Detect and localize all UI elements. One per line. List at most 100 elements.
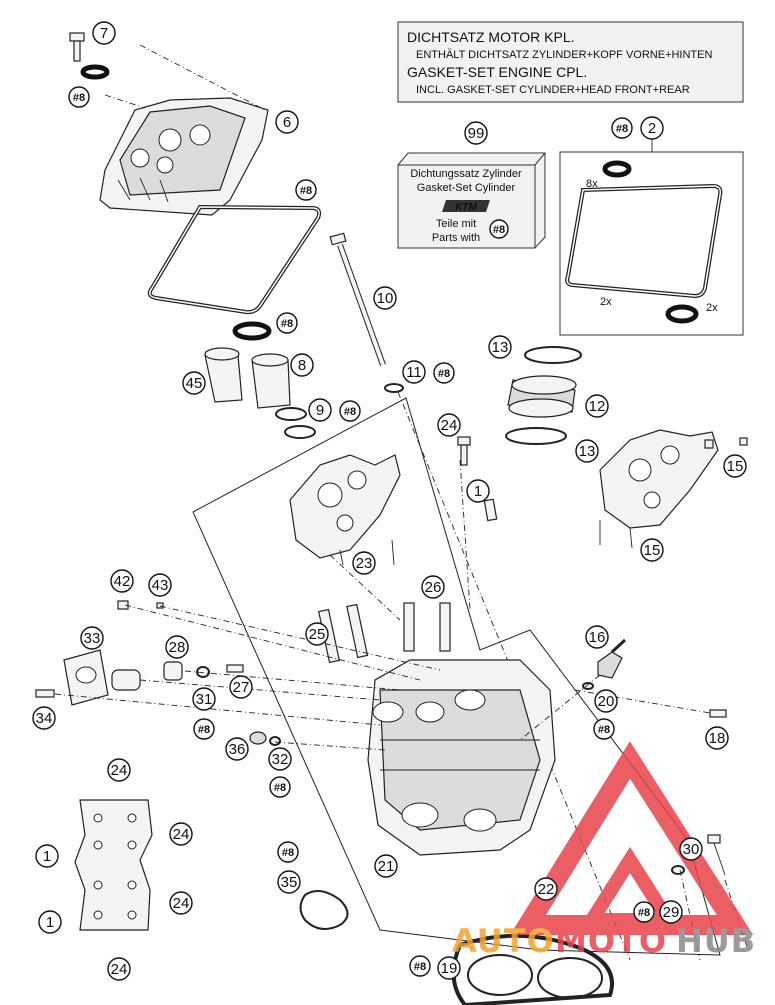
bottom-seals <box>299 890 614 1005</box>
callout-21: 21 <box>374 854 398 878</box>
svg-text:33: 33 <box>84 630 101 647</box>
callout-36: 36 <box>225 737 249 761</box>
svg-text:18: 18 <box>709 730 726 747</box>
callout-15b: 15 <box>640 538 664 562</box>
callout-8j: #8 <box>277 841 299 863</box>
callout-20: 20 <box>594 689 618 713</box>
callout-1b: 1 <box>35 844 59 868</box>
callout-27: 27 <box>229 675 253 699</box>
callout-35: 35 <box>277 870 301 894</box>
callout-8g: #8 <box>193 718 215 740</box>
kit-badge: #8 <box>489 219 509 239</box>
svg-text:8: 8 <box>298 357 306 374</box>
svg-text:21: 21 <box>378 858 395 875</box>
svg-text:34: 34 <box>36 710 53 727</box>
left-side-parts <box>35 600 281 746</box>
qty-8x: 8x <box>586 178 598 190</box>
watermark-text-3: HUB <box>676 922 756 960</box>
info-line-3: GASKET-SET ENGINE CPL. <box>407 64 587 80</box>
kit-line-3: Teile mit <box>436 218 476 230</box>
svg-text:1: 1 <box>46 914 54 931</box>
camshaft-holder-left <box>289 454 401 566</box>
kit-line-1: Dichtungssatz Zylinder <box>410 168 522 180</box>
callout-8b: #8 <box>295 179 317 201</box>
svg-text:24: 24 <box>441 417 458 434</box>
gasket-set-2-box: 8x 2x 2x <box>559 138 744 336</box>
svg-text:#8: #8 <box>438 368 450 380</box>
svg-text:24: 24 <box>173 826 190 843</box>
callout-24e: 24 <box>107 957 131 981</box>
svg-text:#8: #8 <box>616 123 628 135</box>
svg-text:28: 28 <box>169 639 186 656</box>
temperature-sensor <box>582 638 727 718</box>
callout-8d: #8 <box>276 312 298 334</box>
svg-text:10: 10 <box>377 290 394 307</box>
sleeves-and-seals <box>204 321 316 439</box>
callout-34: 34 <box>32 706 56 730</box>
callout-24a: 24 <box>437 413 461 437</box>
center-bolts <box>457 436 498 522</box>
callout-8l: #8 <box>409 955 431 977</box>
intake-parts <box>505 346 582 445</box>
qty-2x-gasket: 2x <box>600 296 612 308</box>
info-line-1: DICHTSATZ MOTOR KPL. <box>407 29 575 45</box>
info-line-2: ENTHÄLT DICHTSATZ ZYLINDER+KOPF VORNE+HI… <box>416 49 712 61</box>
svg-text:12: 12 <box>589 398 606 415</box>
svg-text:13: 13 <box>579 443 596 460</box>
ktm-logo: KTM <box>442 200 490 213</box>
callout-8h: #8 <box>593 718 615 740</box>
valve-cover <box>99 44 269 216</box>
callout-24d: 24 <box>169 891 193 915</box>
right-bolts <box>671 834 749 961</box>
callout-25: 25 <box>305 622 329 646</box>
callout-7: 7 <box>92 21 116 45</box>
callout-33: 33 <box>80 626 104 650</box>
valve-guides <box>317 602 451 664</box>
svg-text:1: 1 <box>43 848 51 865</box>
cover-bolt <box>69 32 110 80</box>
svg-text:#8: #8 <box>274 782 286 794</box>
callout-8k: #8 <box>633 901 655 923</box>
callout-26: 26 <box>421 575 445 599</box>
callout-18: 18 <box>705 726 729 750</box>
callout-32: 32 <box>268 747 292 771</box>
valve-cover-gasket <box>147 204 322 315</box>
svg-text:1: 1 <box>474 483 482 500</box>
svg-text:#8: #8 <box>493 224 505 236</box>
callout-8i: #8 <box>269 776 291 798</box>
callout-13b: 13 <box>575 439 599 463</box>
callout-23: 23 <box>352 551 376 575</box>
svg-text:11: 11 <box>406 364 422 381</box>
callout-11: 11 <box>402 360 426 384</box>
svg-text:24: 24 <box>111 762 128 779</box>
svg-text:15: 15 <box>727 458 744 475</box>
svg-text:#8: #8 <box>198 724 210 736</box>
svg-text:6: 6 <box>283 114 291 131</box>
callout-8c: #8 <box>611 117 633 139</box>
stud-bolt <box>329 232 631 961</box>
callout-43: 43 <box>148 573 172 597</box>
svg-text:7: 7 <box>100 25 108 42</box>
gasket-set-info-box: DICHTSATZ MOTOR KPL. ENTHÄLT DICHTSATZ Z… <box>397 21 744 103</box>
head-gasket-plate <box>74 799 153 931</box>
callout-31: 31 <box>192 687 216 711</box>
callout-99: 99 <box>464 121 488 145</box>
watermark-text-2: MOTO <box>555 922 667 960</box>
svg-text:25: 25 <box>309 626 326 643</box>
callout-24b: 24 <box>107 758 131 782</box>
svg-text:2: 2 <box>648 120 656 137</box>
callout-13a: 13 <box>488 335 512 359</box>
svg-text:29: 29 <box>663 904 680 921</box>
svg-text:27: 27 <box>233 679 250 696</box>
svg-text:35: 35 <box>281 874 298 891</box>
svg-text:#8: #8 <box>414 961 426 973</box>
svg-text:16: 16 <box>589 629 606 646</box>
svg-text:22: 22 <box>538 881 555 898</box>
callout-42: 42 <box>110 569 134 593</box>
callout-2: 2 <box>640 116 664 140</box>
kit-line-4: Parts with <box>432 232 480 244</box>
svg-text:#8: #8 <box>344 406 356 418</box>
svg-text:42: 42 <box>114 573 131 590</box>
